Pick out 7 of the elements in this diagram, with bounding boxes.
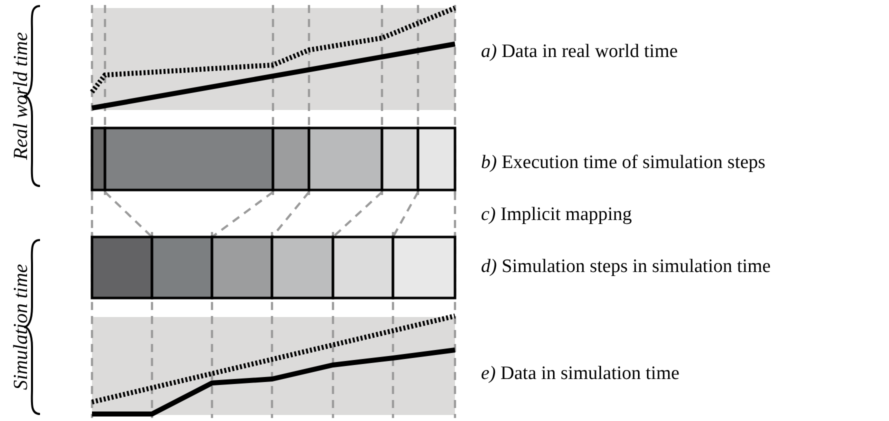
caption-text: e) Data in simulation time [481,363,680,385]
axis-label: Simulation time [10,264,32,390]
caption-text: c) Implicit mapping [481,204,632,226]
caption-text: b) Execution time of simulation steps [481,152,766,174]
axis-label: Real world time [10,32,32,160]
caption-text: d) Simulation steps in simulation time [481,256,771,278]
caption-text: a) Data in real world time [481,41,678,63]
